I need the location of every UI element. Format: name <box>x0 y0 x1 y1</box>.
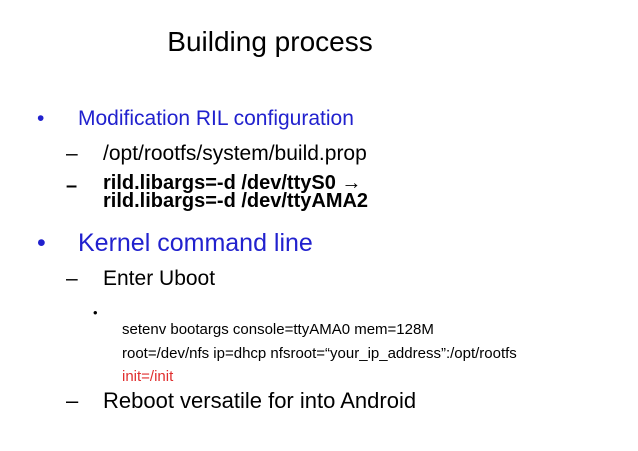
slide-title: Building process <box>167 26 373 57</box>
code-text-block: setenv bootargs console=ttyAMA0 mem=128M… <box>122 318 517 389</box>
setenv-line: setenv bootargs console=ttyAMA0 mem=128M <box>122 321 434 338</box>
dash-marker: – <box>66 175 78 197</box>
dash-marker: – <box>66 388 79 413</box>
dash-marker: – <box>66 142 78 165</box>
sub-item-label: Reboot versatile for into Android <box>103 388 417 413</box>
bullet-label: Kernel command line <box>78 229 313 257</box>
bullet-marker: • <box>37 229 46 257</box>
sub-item-label: /opt/rootfs/system/build.prop <box>103 142 367 165</box>
code-item-setenv-bootargs: • setenv bootargs console=ttyAMA0 mem=12… <box>0 303 638 385</box>
rild-line-new: rild.libargs=-d /dev/ttyAMA2 <box>103 189 369 212</box>
sub-item-label: Enter Uboot <box>103 267 216 290</box>
dash-marker: – <box>66 267 78 290</box>
rild-line-old: rild.libargs=-d /dev/ttyS0 → <box>103 172 362 194</box>
bullet-marker: • <box>93 305 98 320</box>
sub-item-text-block: rild.libargs=-d /dev/ttyS0 → rild.libarg… <box>103 172 369 212</box>
bullet-label: Modification RIL configuration <box>78 107 354 130</box>
bullet-marker: • <box>37 107 45 130</box>
init-line: init=/init <box>122 368 174 385</box>
nfsroot-line: root=/dev/nfs ip=dhcp nfsroot=“your_ip_a… <box>122 344 517 362</box>
